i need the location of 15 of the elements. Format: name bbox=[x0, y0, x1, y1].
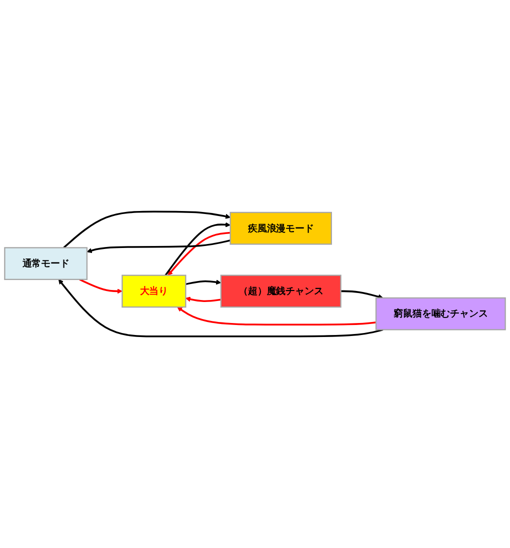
arrow bbox=[185, 296, 222, 302]
node-box: 通常モード bbox=[4, 247, 88, 280]
node-box: 窮鼠猫を噛むチャンス bbox=[375, 297, 506, 330]
arrow bbox=[340, 290, 384, 300]
arrow bbox=[58, 279, 384, 338]
arrow bbox=[86, 240, 231, 254]
arrow bbox=[63, 210, 231, 248]
arrow bbox=[185, 280, 222, 286]
node-box: （超）魔銭チャンス bbox=[220, 274, 342, 308]
arrow bbox=[168, 232, 230, 276]
arrow bbox=[164, 222, 231, 276]
node-box: 疾風浪漫モード bbox=[230, 212, 332, 245]
arrow bbox=[177, 306, 376, 326]
node-box: 大当り bbox=[122, 274, 186, 308]
arrow bbox=[79, 278, 122, 294]
